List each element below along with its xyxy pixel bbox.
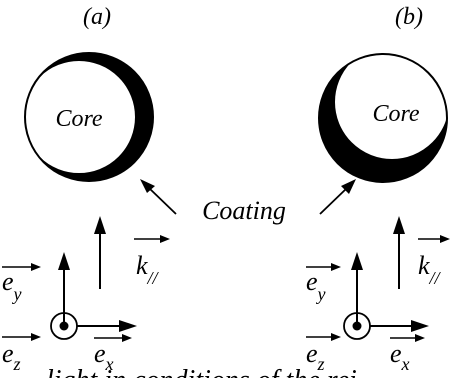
particle-a: Core (24, 52, 154, 182)
core-label-b: Core (372, 101, 419, 127)
coating-annotation: Coating (140, 179, 356, 225)
k-label-a: k// (136, 251, 160, 288)
ex-label-b: ex (390, 339, 410, 374)
particle-b: Core (318, 53, 448, 183)
k-vector-b: k// (393, 216, 450, 289)
ey-axis-b: ey (306, 252, 363, 326)
core-circle-a (25, 59, 137, 175)
ex-axis-a: ex (77, 320, 137, 374)
panel-b: (b) Core k// ey ez (306, 4, 450, 374)
core-label-a: Core (55, 106, 102, 132)
coating-label: Coating (202, 196, 286, 225)
k-vector-a: k// (94, 216, 170, 289)
panel-a: (a) Core k// ey (2, 4, 170, 374)
ey-label-a: ey (2, 267, 22, 304)
k-label-b: k// (418, 251, 442, 288)
ez-label-a: ez (2, 339, 21, 374)
core-circle-b (333, 54, 447, 161)
ex-axis-b: ex (370, 320, 429, 374)
ex-label-a: ex (94, 339, 114, 374)
caption-fragment: light in conditions of the rei (46, 365, 357, 378)
panel-a-label: (a) (83, 4, 111, 30)
ey-label-b: ey (306, 267, 326, 304)
panel-b-label: (b) (395, 4, 423, 30)
ey-axis-a: ey (2, 252, 70, 326)
ez-label-b: ez (306, 339, 325, 374)
